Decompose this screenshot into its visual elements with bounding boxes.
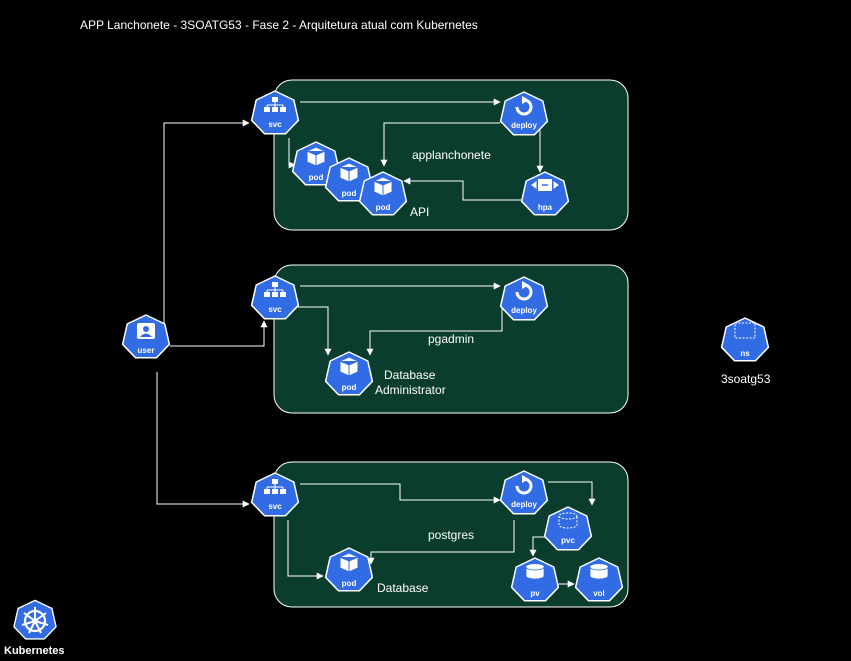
- pvc-icon-label: pvc: [561, 536, 575, 545]
- pod-icon-label: pod: [342, 189, 357, 198]
- svc-icon: svc: [250, 472, 300, 517]
- pod-icon: pod: [324, 351, 374, 396]
- ns-icon: ns: [720, 317, 770, 362]
- svc-icon-label: svc: [268, 120, 282, 129]
- hpa-icon: hpa: [520, 171, 570, 216]
- label-postgres: postgres: [428, 528, 474, 542]
- ns-icon-label: ns: [740, 349, 750, 358]
- pod-icon-label: pod: [309, 173, 324, 182]
- pgadmin-connectors: [290, 282, 503, 356]
- pod-icon-label: pod: [376, 203, 391, 212]
- deploy-icon: deploy: [499, 470, 549, 515]
- deploy-icon: deploy: [499, 91, 549, 136]
- user-icon-label: user: [138, 346, 155, 355]
- label-applanchonete: applanchonete: [412, 148, 491, 162]
- deploy-icon-label: deploy: [511, 500, 537, 509]
- diagram-title: APP Lanchonete - 3SOATG53 - Fase 2 - Arq…: [80, 18, 478, 32]
- label-database-admin-line1: Database: [384, 368, 436, 382]
- svc-icon-label: svc: [268, 305, 282, 314]
- pod-icon: pod: [291, 141, 341, 186]
- label-database: Database: [377, 581, 429, 595]
- pvc-icon: pvc: [543, 506, 593, 551]
- pod-icon: pod: [324, 547, 374, 592]
- api-connectors: [288, 98, 544, 201]
- svc-icon-label: svc: [268, 502, 282, 511]
- label-pgadmin: pgadmin: [428, 332, 474, 346]
- pod-icon: pod: [358, 171, 408, 216]
- deploy-icon: deploy: [499, 276, 549, 321]
- svc-icon: svc: [250, 275, 300, 320]
- deploy-icon-label: deploy: [511, 306, 537, 315]
- pod-icon: pod: [324, 157, 374, 202]
- label-namespace: 3soatg53: [721, 372, 771, 386]
- pv-icon-label: pv: [530, 589, 540, 598]
- label-database-admin-line2: Administrator: [375, 383, 446, 397]
- pod-icon-label: pod: [342, 383, 357, 392]
- deploy-icon-label: deploy: [511, 121, 537, 130]
- user-connectors: [156, 119, 268, 508]
- pv-icon: pv: [510, 557, 560, 602]
- kubernetes-logo-text: Kubernetes: [4, 645, 65, 657]
- label-api: API: [410, 205, 429, 219]
- hpa-icon-label: hpa: [538, 203, 553, 212]
- postgres-connectors: [287, 481, 596, 588]
- user-icon: user: [121, 314, 171, 359]
- pod-icon-label: pod: [342, 579, 357, 588]
- kubernetes-logo: [13, 599, 57, 640]
- vol-icon-label: vol: [593, 589, 605, 598]
- vol-icon: vol: [574, 557, 624, 602]
- svc-icon: svc: [250, 90, 300, 135]
